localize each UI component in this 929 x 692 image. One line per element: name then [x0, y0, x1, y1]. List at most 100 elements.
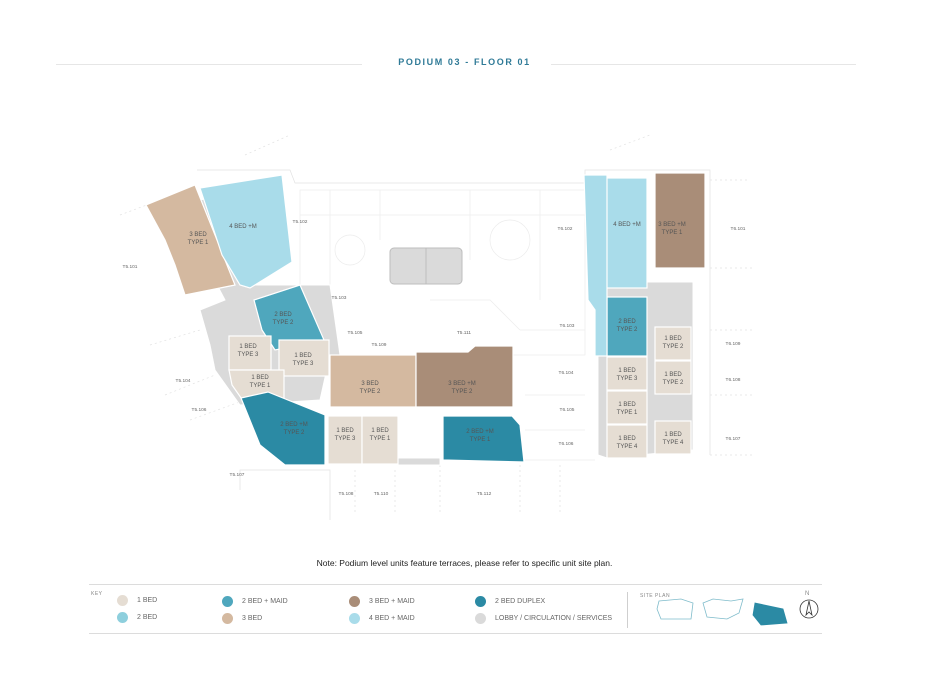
unit-1bed-type2-far	[654, 326, 692, 361]
site-plan-podium-2	[702, 598, 744, 620]
unit-2bed-type2-right	[606, 296, 648, 357]
terrace-t6106: T6.106	[559, 441, 574, 447]
legend-item-1bed: 1 BED	[117, 594, 157, 606]
terrace-t5103: T5.103	[332, 295, 347, 301]
unit-1bed-type4-far	[654, 420, 692, 455]
unit-1bed-type3-right	[606, 356, 648, 391]
unit-1bed-type4-right	[606, 424, 648, 459]
legend-swatch-2bed	[117, 611, 128, 623]
legend-divider	[627, 592, 628, 628]
legend-item-duplex: 2 BED DUPLEX	[475, 595, 545, 607]
units	[145, 172, 706, 466]
site-plan-label: SITE PLAN	[640, 593, 671, 599]
terrace-t5110: T5.110	[374, 491, 389, 497]
legend-item-3bed-maid: 3 BED + MAID	[349, 595, 415, 607]
terrace-t6105: T6.105	[560, 407, 575, 413]
terrace-t6108: T6.108	[726, 377, 741, 383]
unit-4bed-m-left	[199, 174, 293, 289]
terrace-t5107: T5.107	[230, 472, 245, 478]
unit-2bed-m-type2-left	[240, 391, 326, 466]
legend-label-2bed-maid: 2 BED + MAID	[242, 597, 288, 605]
legend-label-2bed: 2 BED	[137, 613, 158, 621]
legend-swatch-3bed-maid	[349, 595, 360, 607]
legend-label-3bed-maid: 3 BED + MAID	[369, 597, 415, 605]
terrace-t6103: T6.103	[560, 323, 575, 329]
legend-swatch-duplex	[475, 595, 486, 607]
terrace-t5108: T5.108	[339, 491, 354, 497]
terrace-t5109: T5.109	[372, 342, 387, 348]
unit-4bed-m-right	[604, 177, 648, 289]
terrace-t6109: T6.109	[726, 341, 741, 347]
unit-3bed-m-type2	[415, 345, 514, 408]
legend-item-4bed-maid: 4 BED + MAID	[349, 612, 415, 624]
legend-item-2bed-maid: 2 BED + MAID	[222, 595, 288, 607]
terrace-t5104: T5.104	[176, 378, 191, 384]
legend-swatch-4bed-maid	[349, 612, 360, 624]
legend-swatch-lobby	[475, 612, 486, 624]
terrace-t5101: T5.101	[123, 264, 138, 270]
unit-1bed-type1-right	[606, 390, 648, 425]
terrace-t5105: T5.105	[348, 330, 363, 336]
unit-1bed-type3-bot	[327, 415, 363, 465]
terrace-t5112: T5.112	[477, 491, 492, 497]
header-rule-left	[56, 64, 362, 65]
label-4bed-m-right: 4 BED +M	[613, 222, 641, 228]
header-rule-right	[551, 64, 856, 65]
site-plan-podium-3	[752, 602, 788, 626]
unit-3bed-type1-left	[145, 184, 236, 296]
legend-item-2bed: 2 BED	[117, 611, 157, 623]
legend-label-lobby: LOBBY / CIRCULATION / SERVICES	[495, 614, 613, 622]
terrace-t5102: T5.102	[293, 219, 308, 225]
terrace-labels: T5.101 T5.102 T5.103 T5.104 T5.105 T5.10…	[123, 219, 746, 497]
site-plan-podium-1	[656, 598, 694, 620]
terrace-t6101: T6.101	[731, 226, 746, 232]
unit-2bed-right-edge	[583, 174, 608, 357]
note-text: Note: Podium level units feature terrace…	[316, 558, 613, 568]
unit-1bed-type2-far2	[654, 360, 692, 395]
legend-key-label: KEY	[91, 591, 103, 597]
terrace-t6102: T6.102	[558, 226, 573, 232]
label-4bed-m-left: 4 BED +M	[229, 224, 257, 230]
plaza-outline	[299, 189, 595, 461]
legend-label-duplex: 2 BED DUPLEX	[495, 597, 546, 605]
terrace-t5111: T5.111	[457, 330, 472, 336]
north-label: N	[805, 591, 810, 597]
terrace-t5106: T5.106	[192, 407, 207, 413]
legend-label-4bed-maid: 4 BED + MAID	[369, 614, 415, 622]
page-title: PODIUM 03 - FLOOR 01	[398, 57, 531, 67]
legend-swatch-2bed-maid	[222, 595, 233, 607]
legend-swatch-3bed	[222, 612, 233, 624]
legend-label-3bed: 3 BED	[242, 614, 263, 622]
legend-item-3bed: 3 BED	[222, 612, 262, 624]
legend: KEY 1 BED 2 BED 2 BED + MAID 3 BED 3 BED…	[89, 584, 822, 634]
legend-item-lobby: LOBBY / CIRCULATION / SERVICES	[475, 612, 612, 624]
terrace-t6107: T6.107	[726, 436, 741, 442]
site-plan-diagram	[656, 598, 788, 626]
unit-1bed-type3-b	[278, 339, 330, 377]
north-arrow-icon	[799, 599, 819, 619]
unit-1bed-type1-bot	[361, 415, 399, 465]
unit-3bed-type2	[329, 354, 417, 408]
terrace-t6104: T6.104	[559, 370, 574, 376]
